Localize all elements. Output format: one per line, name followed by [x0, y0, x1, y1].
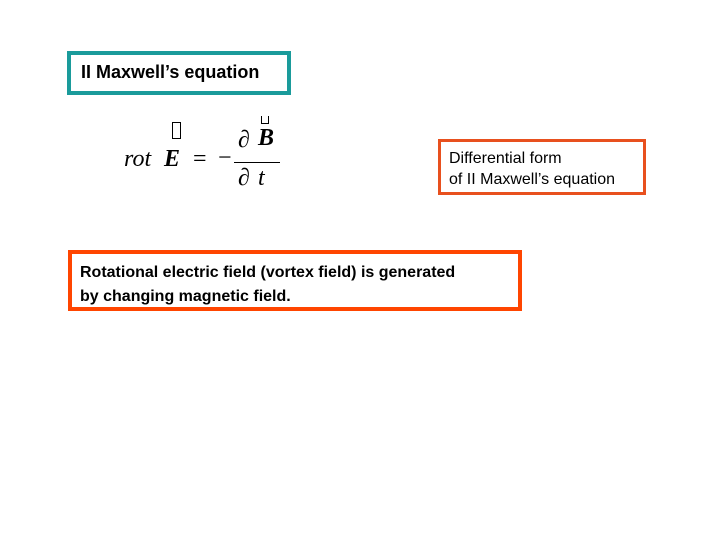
- statement-box: Rotational electric field (vortex field)…: [68, 250, 522, 311]
- title-box: II Maxwell’s equation: [67, 51, 291, 95]
- vector-mark-e-icon: [172, 122, 181, 139]
- title-text: II Maxwell’s equation: [81, 62, 260, 82]
- formula-b-vector: B: [258, 125, 275, 151]
- maxwell-formula: rot E = − ∂ B ∂ t: [120, 112, 290, 194]
- differential-form-line-1: Differential form: [449, 150, 562, 167]
- statement-line-2: by changing magnetic field.: [80, 288, 291, 305]
- formula-minus: −: [218, 145, 232, 171]
- formula-partial-numerator: ∂: [238, 127, 250, 153]
- formula-rot: rot: [124, 146, 152, 172]
- differential-form-box: Differential form of II Maxwell’s equati…: [438, 139, 646, 195]
- formula-equals: =: [193, 146, 207, 172]
- differential-form-text: Differential form of II Maxwell’s equati…: [449, 148, 615, 190]
- vector-mark-b-icon: [261, 116, 269, 124]
- statement-text: Rotational electric field (vortex field)…: [80, 261, 455, 309]
- formula-e-vector: E: [164, 146, 181, 172]
- differential-form-line-2: of II Maxwell’s equation: [449, 171, 616, 188]
- formula-partial-denominator: ∂: [238, 165, 250, 191]
- statement-line-1: Rotational electric field (vortex field)…: [80, 264, 456, 281]
- fraction-bar: [234, 162, 280, 163]
- formula-t: t: [258, 165, 265, 191]
